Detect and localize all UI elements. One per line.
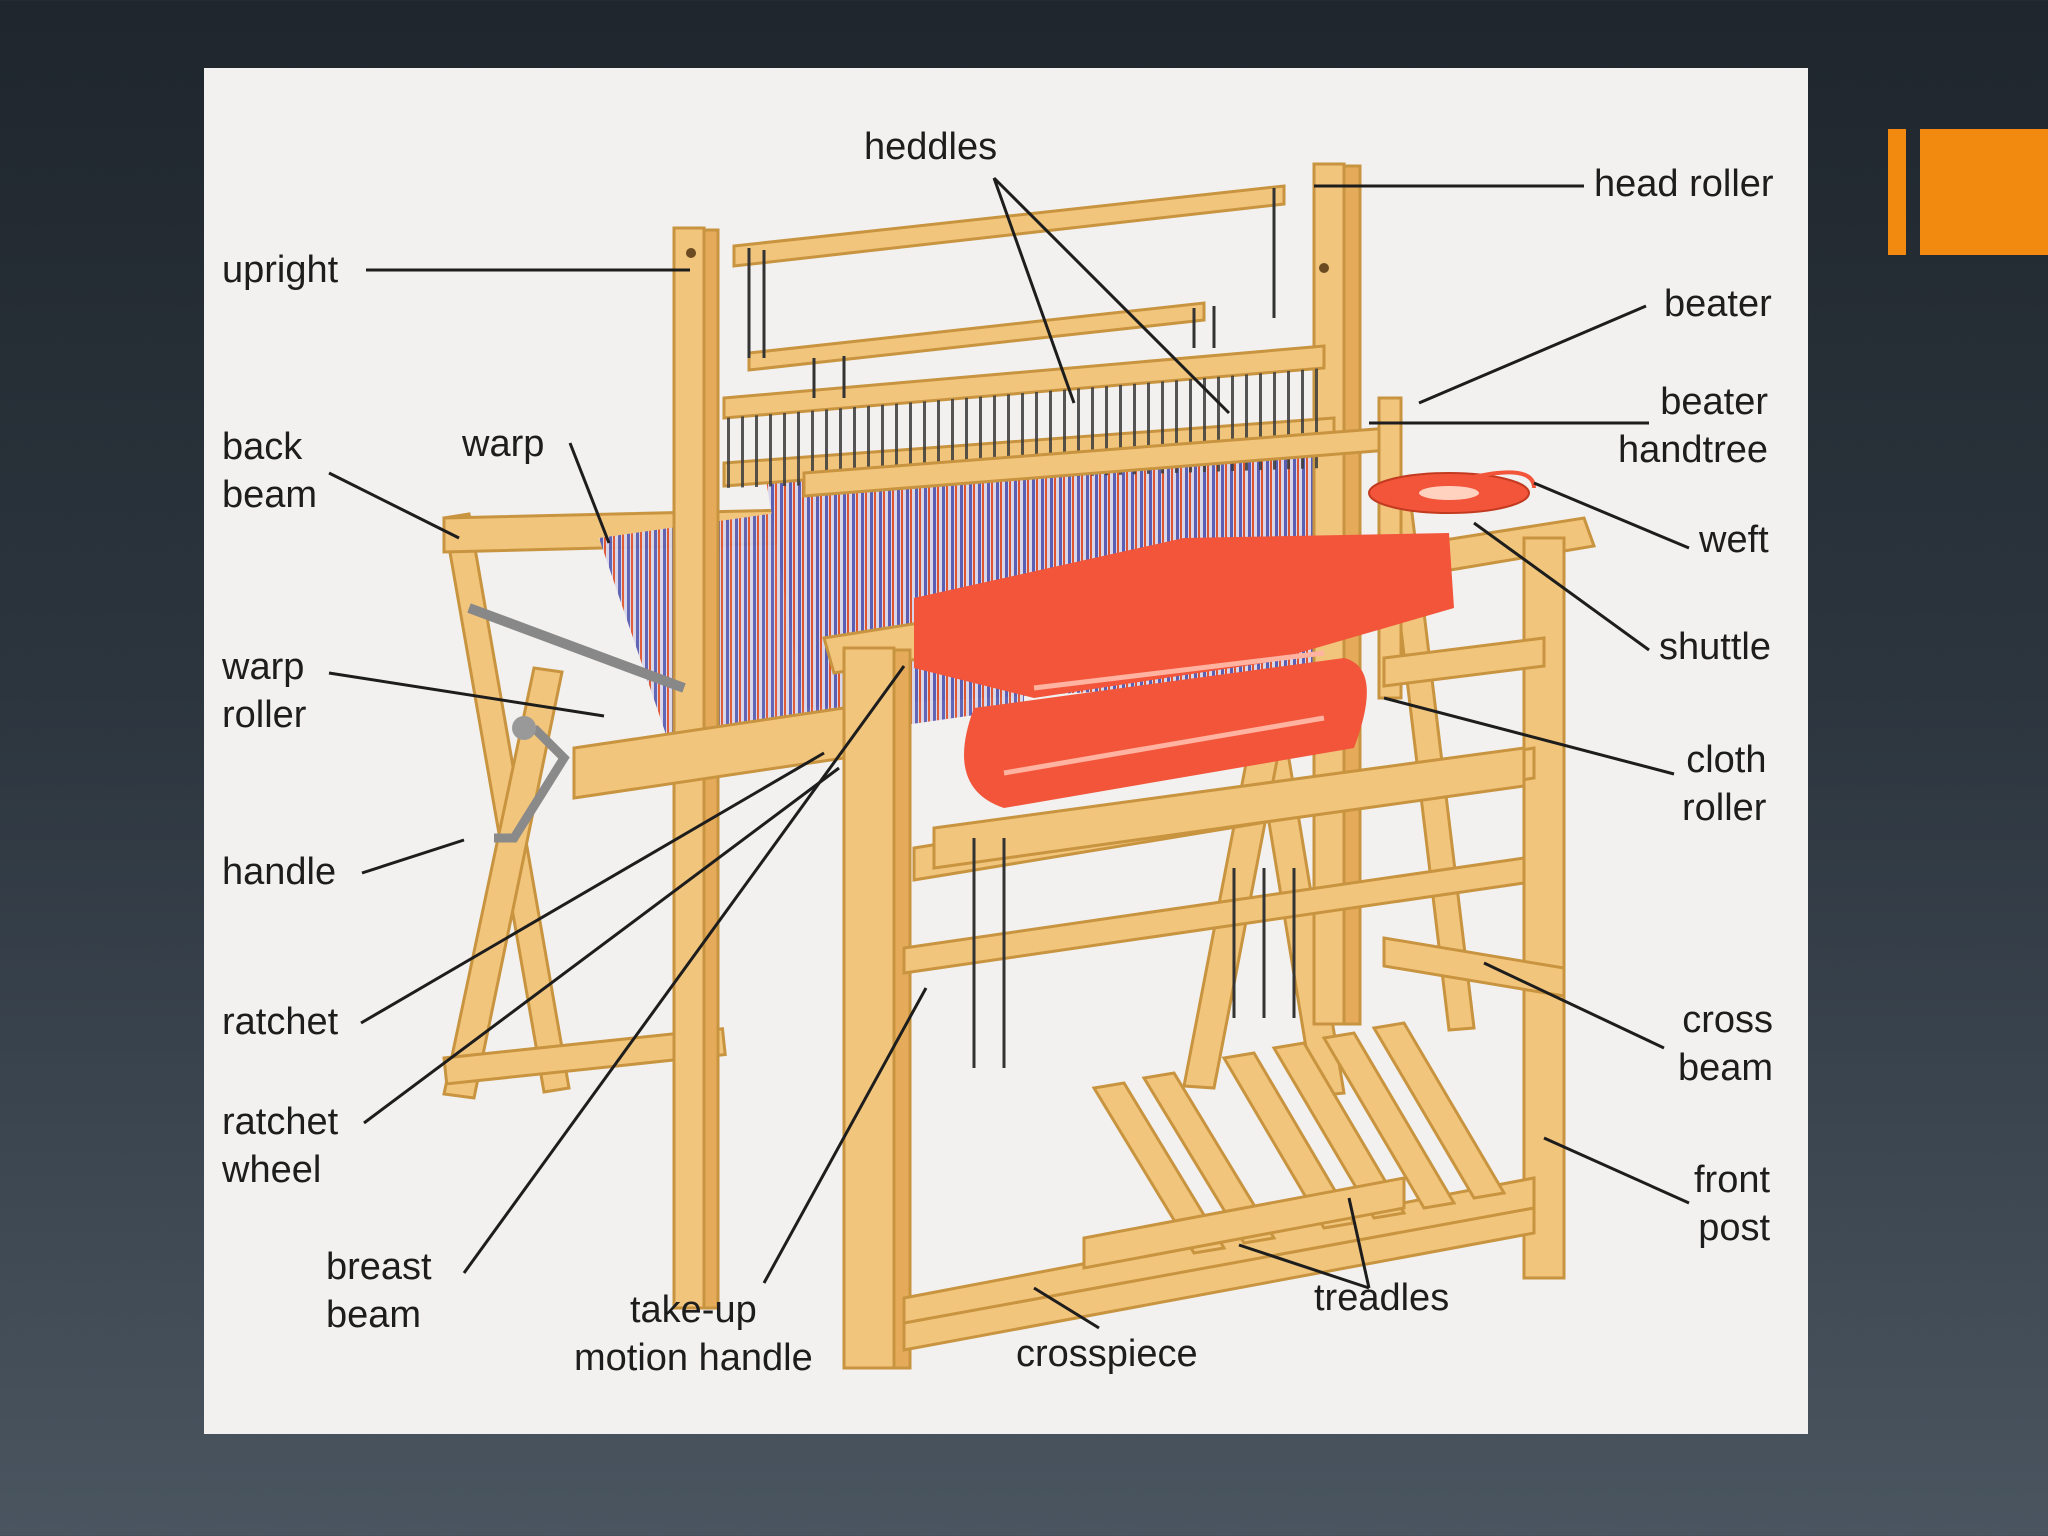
label-beater: beater bbox=[1664, 283, 1772, 325]
label-take-up-motion-handle: take-up motion handle bbox=[574, 1289, 813, 1379]
label-back-beam: back beam bbox=[222, 426, 318, 516]
label-cross-beam: cross beam bbox=[1678, 999, 1774, 1089]
label-cloth-roller: cloth roller bbox=[1682, 739, 1767, 829]
accent-bar-thin bbox=[1888, 129, 1906, 255]
label-heddles: heddles bbox=[864, 126, 998, 168]
cross-beam bbox=[1382, 936, 1566, 998]
label-warp-roller: warp roller bbox=[222, 646, 307, 736]
woven-cloth bbox=[914, 533, 1454, 808]
crosspiece bbox=[902, 1206, 1536, 1352]
label-upright: upright bbox=[222, 249, 339, 291]
cloth-roller bbox=[932, 746, 1526, 870]
accent-bar-block bbox=[1920, 129, 2048, 255]
label-front-post: front post bbox=[1694, 1159, 1771, 1249]
treadle-cords bbox=[972, 838, 1296, 1068]
label-shuttle: shuttle bbox=[1659, 626, 1771, 668]
shuttle bbox=[1368, 470, 1536, 514]
diagram-panel: heddles head roller upright beater beate… bbox=[204, 68, 1808, 1434]
label-breast-beam: breast beam bbox=[326, 1246, 432, 1336]
loom-illustration bbox=[328, 162, 1690, 1370]
label-weft: weft bbox=[1699, 519, 1769, 561]
treadles bbox=[1082, 1021, 1507, 1270]
heddle-cords bbox=[747, 188, 1276, 398]
label-warp: warp bbox=[462, 423, 545, 465]
warp-roller bbox=[467, 603, 846, 843]
label-treadles: treadles bbox=[1314, 1277, 1450, 1319]
label-head-roller: head roller bbox=[1594, 163, 1774, 205]
label-handle: handle bbox=[222, 851, 337, 893]
leader-lines bbox=[328, 176, 1690, 1330]
label-crosspiece: crosspiece bbox=[1016, 1333, 1198, 1375]
label-beater-handtree: beater handtree bbox=[1618, 381, 1769, 471]
label-ratchet-wheel: ratchet wheel bbox=[222, 1101, 339, 1191]
label-ratchet: ratchet bbox=[222, 1001, 339, 1043]
